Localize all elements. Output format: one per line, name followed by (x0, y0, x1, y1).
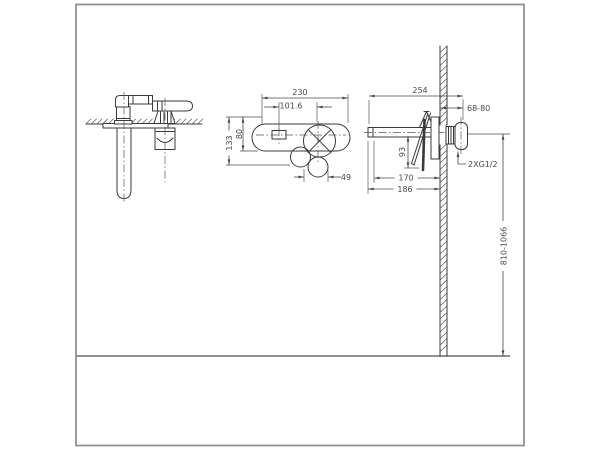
dim-label-plate-height: 80 (235, 129, 244, 139)
dimension-body-height: 133 (224, 117, 290, 166)
lever-tilted (411, 112, 431, 166)
wall-plate (251, 123, 351, 152)
dimension-handle-width: 49 (294, 169, 351, 182)
handle-cross (307, 129, 332, 153)
dimension-install-height: 810-1066 (498, 134, 509, 356)
dimension-spout-reach: 170 (373, 141, 440, 183)
dimension-plate-height: 80 (226, 116, 262, 152)
handle-grip (128, 95, 153, 105)
dim-label-install-height: 810-1066 (500, 227, 509, 266)
lever-cone (419, 111, 434, 128)
section-view (364, 111, 510, 172)
lever-down (421, 118, 426, 172)
dimension-spout-center-offset: 101.6 (264, 100, 332, 130)
dim-label-overall-depth: 254 (412, 86, 427, 95)
escutcheon (430, 116, 440, 160)
dim-label-overall-reach: 186 (397, 185, 412, 194)
dim-label-plate-width: 230 (292, 88, 307, 97)
wall-hatch (439, 45, 448, 352)
mounting-plate (102, 123, 169, 129)
lever-position-circle (290, 146, 311, 168)
lever-position-circle (307, 156, 329, 178)
dimension-plate-width: 230 (261, 88, 349, 124)
dimensions: 230 101.6 80 133 (224, 86, 509, 356)
callout-connection-thread: 2XG1/2 (456, 151, 498, 169)
plan-view (251, 121, 351, 178)
drawing-frame (75, 3, 525, 447)
dim-label-concealed-depth: 68-80 (467, 104, 490, 113)
riser-base (114, 120, 133, 125)
side-view (85, 92, 204, 202)
dimension-overall-reach: 186 (367, 141, 440, 194)
dimension-concealed-depth: 68-80 (440, 104, 490, 113)
dim-label-handle-width: 49 (341, 173, 351, 182)
wall-section (439, 45, 448, 357)
dim-label-body-height: 133 (225, 135, 234, 150)
dim-label-lever-drop: 93 (398, 147, 407, 157)
dim-label-spout-center-offset: 101.6 (280, 102, 303, 111)
dimension-overall-depth: 254 (368, 86, 464, 124)
dim-label-spout-reach: 170 (398, 174, 413, 183)
handle-elbow (115, 95, 129, 108)
spout-body (152, 100, 193, 112)
dim-label-connection-thread: 2XG1/2 (468, 160, 498, 169)
dimension-lever-drop: 93 (398, 136, 419, 169)
